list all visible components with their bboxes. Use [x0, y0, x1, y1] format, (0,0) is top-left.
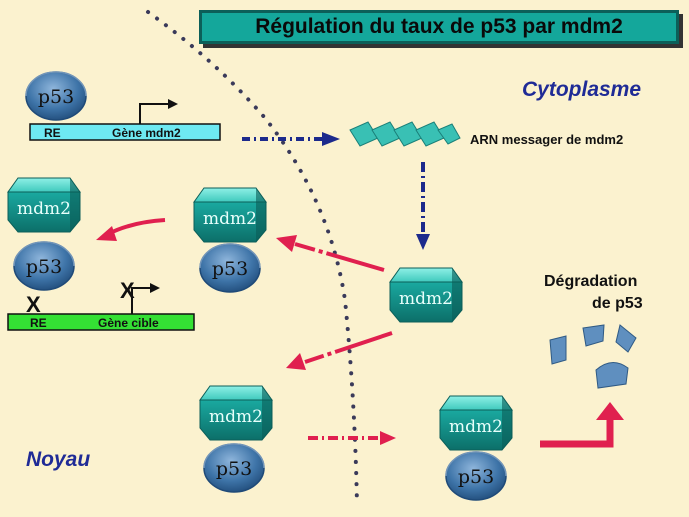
svg-text:mdm2: mdm2 [449, 417, 503, 437]
svg-text:p53: p53 [38, 86, 74, 108]
target-complex-p53: p53 [13, 241, 75, 291]
degradation-label-line2: de p53 [592, 295, 643, 312]
svg-text:p53: p53 [458, 466, 494, 488]
diagram-title: Régulation du taux de p53 par mdm2 [199, 10, 679, 44]
nucleus-label: Noyau [26, 448, 91, 471]
transcription-arrow [242, 132, 340, 146]
svg-text:p53: p53 [216, 458, 252, 480]
p53-on-gene-mdm2: p53 [25, 71, 87, 121]
mrna-helix [349, 121, 461, 147]
svg-text:mdm2: mdm2 [209, 407, 263, 427]
complex-cytoplasm-mdm2: mdm2 [439, 395, 513, 451]
gene-target-bar: RE Gène cible [7, 283, 195, 331]
gene-mdm2-label: Gène mdm2 [112, 126, 181, 140]
gene-mdm2-bar: RE Gène mdm2 [29, 99, 221, 141]
blocked-x-re: X [26, 292, 41, 317]
svg-text:mdm2: mdm2 [203, 209, 257, 229]
svg-text:mdm2: mdm2 [17, 199, 71, 219]
re-label-2: RE [30, 316, 47, 330]
arrow-to-target-complex [96, 218, 166, 241]
arrow-to-complex-top [276, 235, 385, 272]
mdm2-cytoplasm: mdm2 [389, 267, 463, 323]
complex-upper-mdm2: mdm2 [193, 187, 267, 243]
nuclear-membrane [146, 10, 359, 507]
complex-cytoplasm-p53: p53 [445, 451, 507, 501]
blocked-x-transcription: X [120, 278, 135, 303]
gene-target-label: Gène cible [98, 316, 159, 330]
svg-text:mdm2: mdm2 [399, 289, 453, 309]
arrow-to-complex-bottom [286, 331, 393, 370]
complex-upper-p53: p53 [199, 243, 261, 293]
svg-text:p53: p53 [212, 258, 248, 280]
export-arrow [308, 431, 396, 445]
cytoplasm-label: Cytoplasme [522, 78, 642, 101]
complex-lower-p53: p53 [203, 443, 265, 493]
p53-fragments [549, 324, 637, 389]
svg-text:p53: p53 [26, 256, 62, 278]
re-label-1: RE [44, 126, 61, 140]
degradation-arrow [540, 402, 624, 448]
mrna-label: ARN messager de mdm2 [470, 132, 623, 147]
degradation-label-line1: Dégradation [544, 273, 637, 290]
translation-arrow [416, 162, 430, 250]
target-complex-mdm2: mdm2 [7, 177, 81, 233]
complex-lower-mdm2: mdm2 [199, 385, 273, 441]
